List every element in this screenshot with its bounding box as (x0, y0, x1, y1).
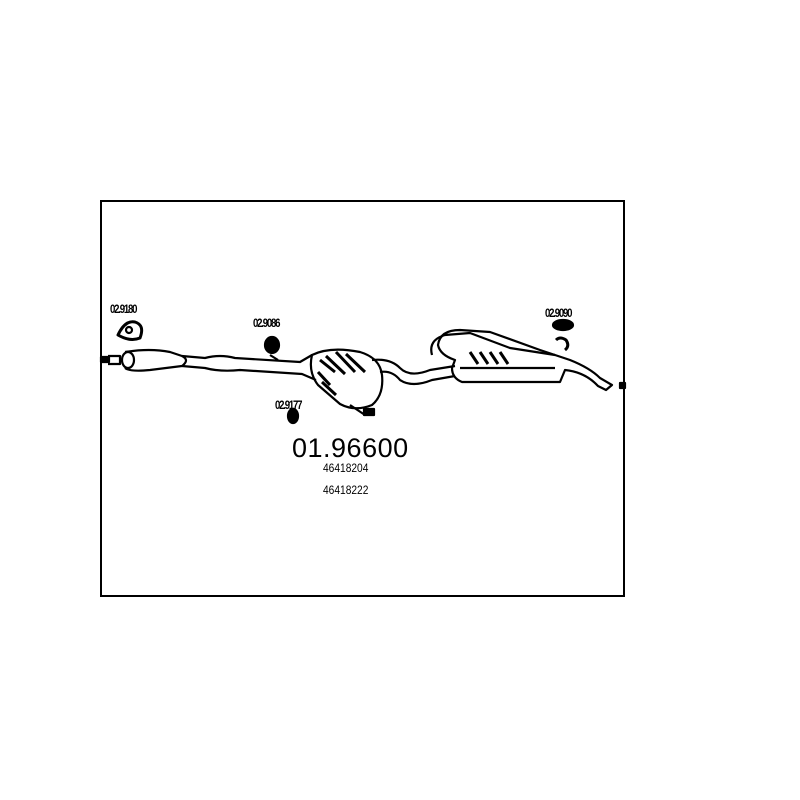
part-number: 01.96600 (292, 433, 409, 463)
component-label: 02.9180 (110, 302, 138, 316)
catalytic-converter (309, 348, 384, 417)
component-label: 02.9086 (253, 316, 281, 330)
middle-pipe (371, 358, 456, 386)
front-pipe (99, 348, 317, 382)
component-label: 02.9177 (275, 398, 303, 412)
oem-number: 46418222 (323, 483, 369, 497)
component-label: 02.9090 (545, 306, 573, 320)
oem-number: 46418204 (323, 461, 369, 475)
rear-silencer (430, 328, 627, 392)
diagram-frame (100, 200, 625, 597)
hanger-parts (116, 318, 575, 425)
